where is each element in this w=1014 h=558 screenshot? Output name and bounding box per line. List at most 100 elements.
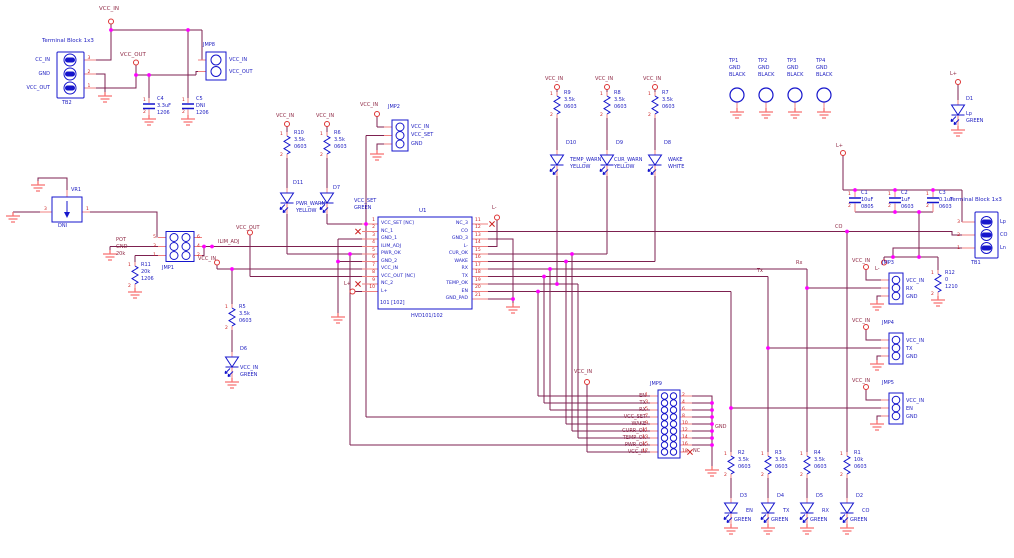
u1-pin-name: VCC_OUT [NC] (381, 273, 416, 279)
u1-pin-name: GND_1 (381, 236, 398, 242)
jmp9-signal-label: EN (639, 392, 646, 399)
jmp9-pin-number: 6 (682, 407, 685, 412)
net-label-vcc-in-jmp5: VCC_IN (852, 378, 871, 384)
jmp9-pin-number: 12 (682, 428, 688, 433)
d6-ref: D6 (240, 346, 248, 352)
jmp1-pin-number: 4 (197, 244, 200, 249)
jmp9-gnd-label: GND (715, 424, 727, 430)
u1-pin-name: GND_PAD (445, 296, 468, 302)
jmp9-signal-label: WAKE (631, 420, 646, 427)
r1-pin1: 1 (840, 452, 843, 457)
net-label-rx-wire: Rx (796, 260, 803, 266)
r8-pin2: 2 (600, 113, 603, 118)
u1-pin-name: PWR_OK (381, 251, 401, 257)
jmp9-pin-number: 15 (642, 442, 648, 447)
d4-ref: D4 (777, 493, 785, 499)
jmp9-signal-label: TX (639, 399, 646, 406)
u1-pin-number: 17 (475, 262, 481, 268)
jmp9-signal-label: PWR_OK (624, 441, 646, 448)
u1-pin-name: GND_3 (451, 236, 468, 242)
u1-pin-name: GND_2 (381, 258, 398, 264)
tb1-ref: TB1 (971, 260, 981, 266)
c3-pin1: 1 (926, 192, 929, 197)
r12-label: R12 0 1210 (945, 270, 958, 290)
tb1-pin-label: Lp (1000, 218, 1006, 225)
c3-pin2: 2 (926, 204, 929, 209)
u1-pin-number: 16 (475, 255, 481, 260)
u1-pin-name: TX (461, 273, 468, 279)
u1-pin-number: 18 (475, 270, 481, 275)
c5-label: C5 DNI 1206 (196, 96, 209, 116)
u1-pin-number: 5 (372, 247, 375, 253)
tb2-title: Terminal Block 1x3 (42, 38, 94, 44)
junction-dots (109, 28, 935, 447)
d9-label: CUR_WARN YELLOW (614, 157, 643, 170)
r10-pin1: 1 (280, 132, 283, 137)
r7-pin2: 2 (648, 113, 651, 118)
r11-pin2: 2 (128, 284, 131, 289)
jmp9-pin-number: 17 (642, 449, 648, 454)
jmp9-symbol (657, 389, 681, 459)
jmp2-pin-labels: VCC_IN VCC_SET GND (411, 123, 434, 147)
u1-pin-name: L- (463, 243, 468, 249)
u1-pin-number: 20 (475, 285, 481, 290)
r9-pin1: 1 (550, 92, 553, 97)
resistor-symbols (131, 91, 942, 479)
r12-pin2: 2 (931, 292, 934, 297)
u1-pin-name: CO (461, 228, 468, 234)
d10-label: TEMP_WARN YELLOW (570, 157, 602, 170)
jmp4-ref: JMP4 (882, 320, 894, 326)
tb1-pin-label: Ln (1000, 244, 1006, 251)
jmp8-symbol (205, 51, 227, 81)
jmp9-pin-number: 16 (682, 442, 688, 447)
jmp1-pin-number: 2 (197, 253, 200, 258)
tb2-pin-label: VCC_OUT (26, 84, 50, 91)
d7-ref: D7 (333, 185, 341, 191)
u1-pin-number: 21 (475, 292, 481, 298)
tb2-pin-label: CC_IN (35, 56, 50, 63)
u1-pin-name: WAKE (454, 258, 468, 264)
jmp9-pin-number: 10 (682, 421, 688, 426)
u1-footer: 101 [102] (380, 300, 405, 306)
tb1-pin-number: 3 (957, 219, 960, 225)
d2-ref: D2 (856, 493, 864, 499)
d5-signal: RX (822, 508, 829, 514)
vr1-pin1: 1 (86, 207, 89, 212)
tp2-label: TP2 GND BLACK (758, 58, 775, 78)
u1-pin-name: RX (461, 266, 468, 272)
tb2-pin-number: 1 (87, 84, 91, 89)
net-label-vcc-out-mid: VCC_OUT (236, 225, 260, 231)
r3-pin2: 2 (761, 473, 764, 478)
r4-label: R4 3.5k 0603 (814, 450, 827, 470)
wires (13, 24, 963, 498)
c1-pin2: 2 (848, 204, 851, 209)
u1-pin-number: 4 (372, 240, 375, 245)
r2-label: R2 3.5k 0603 (738, 450, 751, 470)
u1-pin-number: 14 (475, 240, 481, 245)
jmp1-pin-number: 5 (153, 235, 156, 240)
u1-pin-number: 13 (475, 232, 481, 238)
d5-color: GREEN (810, 517, 828, 523)
r5-label: R5 3.5k 0603 (239, 304, 252, 324)
jmp1-pin-number: 6 (197, 235, 200, 240)
c1-label: C1 10uF 0805 (861, 190, 874, 210)
u1-pin-number: 12 (475, 225, 481, 230)
testpoint-symbols (729, 87, 832, 103)
tb2-ref: TB2 (62, 100, 72, 106)
jmp5-pin-labels: VCC_IN EN GND (906, 397, 925, 420)
tb2-symbol (56, 51, 85, 99)
u1-pin-name: EN (461, 288, 468, 294)
u1-pin-number: 10 (369, 285, 375, 290)
vr1-pin3: 3 (44, 207, 47, 212)
d3-ref: D3 (740, 493, 748, 499)
r1-pin2: 2 (840, 473, 843, 478)
vr1-symbol (51, 196, 83, 223)
jmp1-side-labels: POT GND 20k (116, 237, 128, 257)
